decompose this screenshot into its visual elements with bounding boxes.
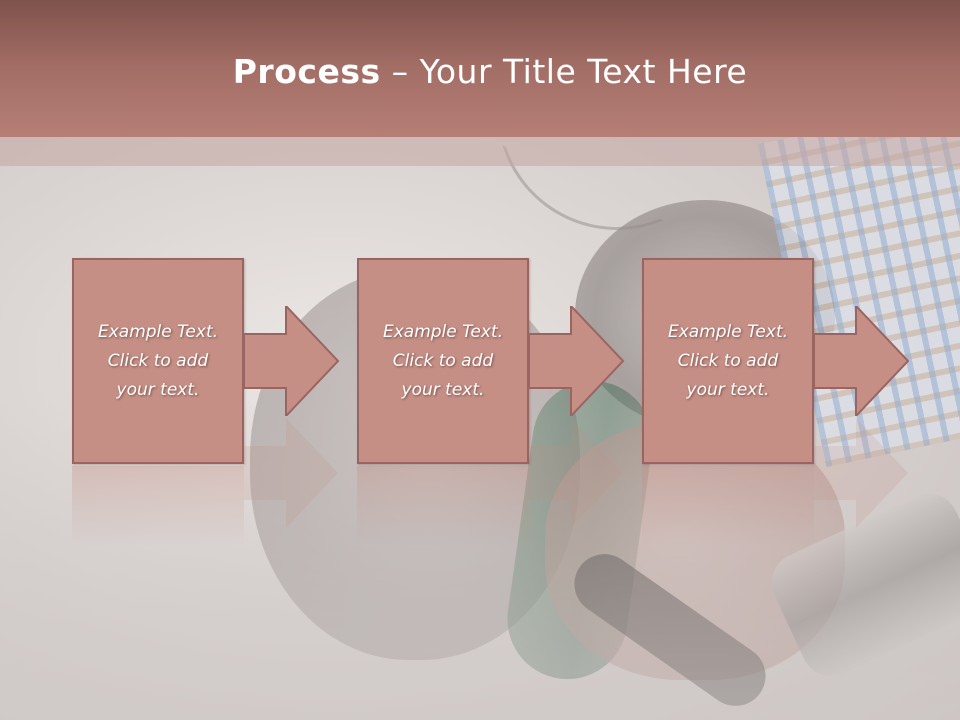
process-box-text: Example Text. Click to add your text.	[97, 321, 219, 400]
process-box-1[interactable]: Example Text. Click to add your text.	[72, 258, 244, 464]
arrow-reflection	[244, 418, 338, 528]
arrow-right-icon	[529, 306, 625, 416]
process-box-text: Example Text. Click to add your text.	[382, 321, 504, 400]
title-rest: – Your Title Text Here	[380, 52, 748, 91]
box-reflection	[357, 466, 529, 546]
title-band	[0, 137, 960, 166]
slide-title[interactable]: Process – Your Title Text Here	[0, 52, 960, 91]
arrow-right-icon	[244, 306, 340, 416]
title-bold: Process	[232, 52, 381, 91]
arrow-right-icon	[814, 306, 910, 416]
arrow-reflection	[529, 418, 623, 528]
process-box-2[interactable]: Example Text. Click to add your text.	[357, 258, 529, 464]
box-reflection	[642, 466, 814, 546]
process-box-text: Example Text. Click to add your text.	[667, 321, 789, 400]
title-bar	[0, 0, 960, 137]
process-box-3[interactable]: Example Text. Click to add your text.	[642, 258, 814, 464]
arrow-reflection	[814, 418, 908, 528]
box-reflection	[72, 466, 244, 546]
